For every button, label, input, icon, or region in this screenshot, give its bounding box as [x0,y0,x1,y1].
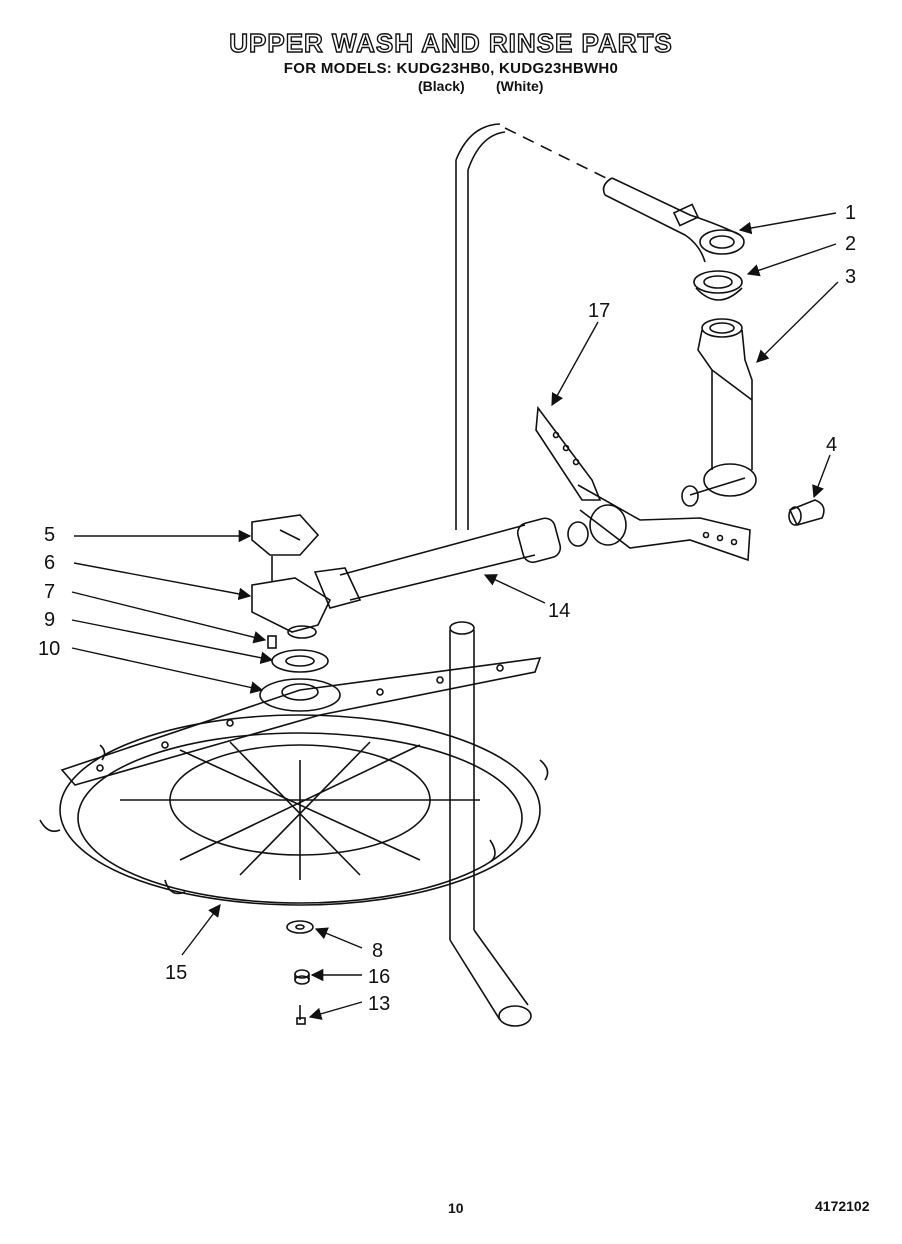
variant-white-label: (White) [496,78,544,94]
callout-9: 9 [44,609,56,631]
callout-2: 2 [845,233,857,255]
callout-leaders [71,212,839,1020]
part-17-bracket [535,405,751,562]
part-13-screw [296,1005,306,1025]
callout-1: 1 [845,202,857,224]
callout-4: 4 [826,434,838,456]
callout-16: 16 [368,966,391,988]
part-10-spray-arm [60,657,542,786]
models-subtitle: FOR MODELS: KUDG23HB0, KUDG23HBWH0 [283,60,619,77]
part-3-manifold [697,318,757,497]
callout-3: 3 [845,266,857,288]
page-number: 10 [448,1200,464,1216]
part-4-plug [788,499,825,526]
part-1-elbow [602,177,745,263]
part-16-nut [294,969,310,985]
part-5-clip [251,514,320,556]
part-9-washer [271,649,329,673]
callout-17: 17 [588,300,611,322]
part-7-screw [267,635,277,649]
callout-13: 13 [368,993,391,1015]
part-8-washer [286,920,314,934]
doc-number: 4172102 [815,1198,870,1214]
callout-7: 7 [44,581,56,603]
part-2-seal [693,270,743,301]
lower-conduit [449,621,532,1027]
callout-6: 6 [44,552,56,574]
callout-14: 14 [548,600,571,622]
variant-black-label: (Black) [418,78,465,94]
part-6-bearing [251,556,332,639]
conduit-tube [455,123,611,530]
part-15-rack [39,714,549,906]
callout-15: 15 [165,962,188,984]
callout-10: 10 [38,638,61,660]
callout-8: 8 [372,940,384,962]
callout-5: 5 [44,524,56,546]
page-title: UPPER WASH AND RINSE PARTS [229,27,673,58]
